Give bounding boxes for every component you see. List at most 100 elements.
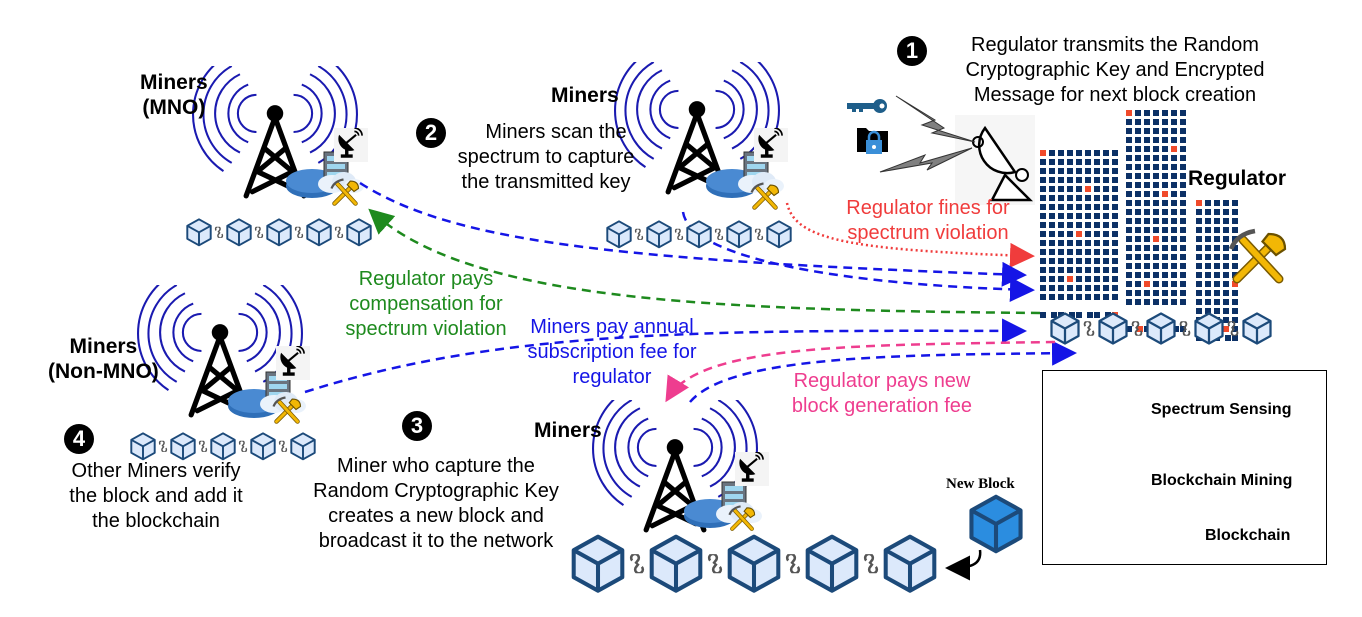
new-block-label: New Block (946, 476, 1015, 492)
regulator-label: Regulator (1188, 167, 1287, 190)
miners-top-label: Miners (551, 84, 619, 107)
text-line: subscription fee for (527, 341, 697, 363)
blockchain-top (606, 220, 792, 249)
step-4-text: Other Miners verify the block and add it… (46, 459, 266, 534)
block-cube-icon (1194, 312, 1224, 345)
text-line: compensation for (349, 293, 503, 315)
encrypted-folder-lock-icon (857, 128, 888, 154)
satellite-dish-icon (754, 128, 788, 162)
legend-label-blockchain-mining: Blockchain Mining (1151, 472, 1293, 489)
block-fee-arrow (665, 340, 1056, 403)
step-4-badge: 4 (64, 424, 94, 454)
miners-mno-label: Miners (MNO) (140, 70, 208, 120)
text-line: creates a new block and (328, 505, 544, 527)
base-station-icon (683, 481, 763, 529)
step-3-badge: 3 (402, 411, 432, 441)
text-line: block generation fee (791, 395, 973, 417)
miners-non-mno-node (138, 277, 310, 422)
chain-link-icon (198, 440, 208, 452)
chain-link-icon (294, 226, 304, 238)
block-cube-icon (1098, 312, 1128, 345)
subscription-arrow-mno (359, 181, 1027, 287)
satellite-dish-icon (276, 346, 310, 380)
text-line: Miners pay annual (530, 316, 694, 338)
step-1-text: Regulator transmits the Random Cryptogra… (940, 33, 1290, 108)
step-3-text: Miner who capture the Random Cryptograph… (296, 454, 576, 554)
subscription-arrow-bottom (689, 340, 1077, 403)
regulator-building-icon (1040, 110, 1238, 341)
text-line: Other Miners verify (71, 460, 241, 482)
fines-arrow (785, 202, 1035, 268)
chain-link-icon (334, 226, 344, 238)
satellite-dish-icon (977, 125, 1018, 175)
legend: Spectrum Sensing Blockchain Mining Block… (1042, 370, 1327, 565)
legend-label-spectrum-sensing: Spectrum Sensing (1151, 401, 1292, 418)
compensation-label: Regulator pays compensation for spectrum… (326, 267, 526, 342)
block-cube-icon (250, 432, 276, 461)
block-cube-icon (652, 537, 701, 591)
fines-label: Regulator fines for spectrum violation (818, 196, 1038, 246)
step-1-badge: 1 (897, 36, 927, 66)
block-fee-label: Regulator pays new block generation fee (772, 369, 992, 419)
text-line: the blockchain (92, 510, 220, 532)
block-cube-icon (886, 537, 935, 591)
chain-link-icon (785, 554, 801, 574)
chain-link-icon (707, 554, 723, 574)
new-block-arrow (945, 549, 982, 581)
chain-link-icon (754, 228, 764, 240)
subscription-arrow-non-mno (304, 318, 1027, 394)
new-block-icon (971, 497, 1020, 552)
text-line: Miner who capture the (337, 455, 535, 477)
chain-link-icon (158, 440, 168, 452)
block-cube-icon (210, 432, 236, 461)
text-line: spectrum to capture (457, 146, 635, 168)
block-cube-icon (808, 537, 857, 591)
block-cube-icon (130, 432, 156, 461)
block-cube-icon (646, 220, 672, 249)
step-2-badge: 2 (416, 118, 446, 148)
mining-tools-icon (1231, 231, 1285, 279)
text-line: Regulator pays new (793, 370, 971, 392)
block-cube-icon (226, 218, 252, 247)
legend-label-blockchain: Blockchain (1205, 527, 1291, 544)
text-line: Message for next block creation (973, 84, 1257, 106)
block-cube-icon (306, 218, 332, 247)
block-cube-icon (1242, 312, 1272, 345)
label-line: Miners (140, 71, 208, 94)
text-line: regulator (572, 366, 652, 388)
text-line: Regulator fines for (846, 197, 1010, 219)
text-line: Regulator pays (358, 268, 494, 290)
blockchain-mno (186, 218, 372, 247)
label-line: (MNO) (142, 96, 206, 119)
blockchain-main (574, 537, 935, 591)
step-2-text: Miners scan the spectrum to capture the … (436, 120, 656, 195)
text-line: Miners scan the (485, 121, 627, 143)
text-line: Regulator transmits the Random (971, 34, 1259, 56)
lightning-bolt-icon (895, 95, 976, 143)
text-line: spectrum violation (847, 222, 1009, 244)
chain-link-icon (714, 228, 724, 240)
chain-link-icon (254, 226, 264, 238)
block-cube-icon (726, 220, 752, 249)
chain-link-icon (674, 228, 684, 240)
miners-bottom-node (593, 392, 769, 530)
chain-link-icon (278, 440, 288, 452)
satellite-dish-icon (735, 452, 769, 486)
block-cube-icon (606, 220, 632, 249)
block-cube-icon (686, 220, 712, 249)
chain-link-icon (214, 226, 224, 238)
block-cube-icon (1146, 312, 1176, 345)
satellite-dish-icon (334, 128, 368, 162)
text-line: the block and add it (69, 485, 243, 507)
text-line: spectrum violation (345, 318, 507, 340)
miners-mno-node (193, 58, 368, 204)
blockchain-non-mno (130, 432, 316, 461)
text-line: the transmitted key (461, 171, 631, 193)
block-cube-icon (186, 218, 212, 247)
miners-non-mno-label: Miners (Non-MNO) (48, 334, 159, 384)
block-cube-icon (266, 218, 292, 247)
text-line: broadcast it to the network (318, 530, 554, 552)
lightning-bolt-icon (879, 147, 973, 173)
block-cube-icon (766, 220, 792, 249)
